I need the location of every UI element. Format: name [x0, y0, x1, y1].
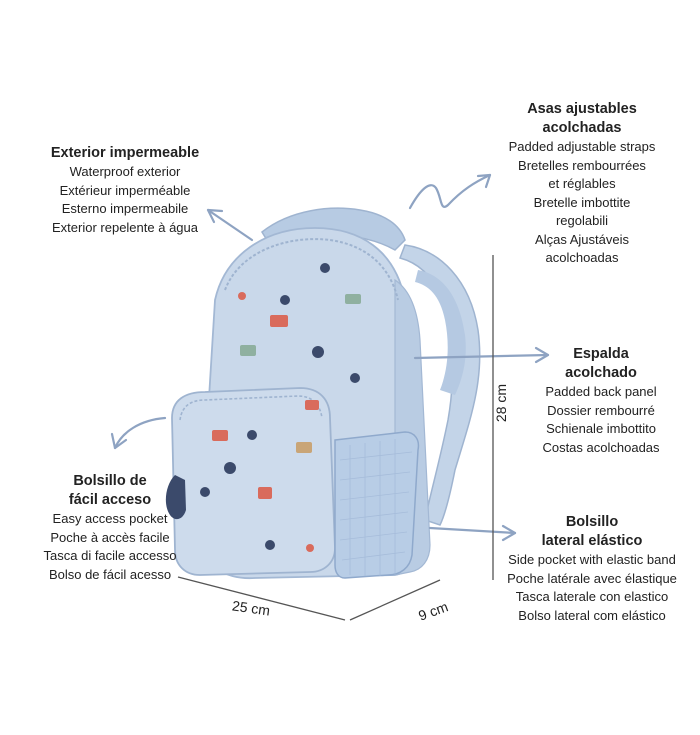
- callout-back: Espalda acolchado Padded back panel Doss…: [516, 345, 686, 457]
- callout-line: et réglables: [548, 176, 616, 191]
- zipper-pull: [165, 475, 186, 520]
- callout-line: Dossier rembourré: [547, 402, 655, 418]
- callout-line: Side pocket with elastic band: [508, 552, 676, 567]
- callout-line: Exterior repelente à água: [52, 219, 198, 235]
- callout-title: Bolsillo de: [73, 473, 147, 489]
- callout-line: Padded back panel: [545, 384, 657, 399]
- callout-exterior: Exterior impermeable Waterproof exterior…: [30, 144, 220, 237]
- callout-side-pocket: Bolsillo lateral elástico Side pocket wi…: [494, 513, 690, 625]
- callout-title: Bolsillo: [565, 514, 619, 530]
- mesh-side-pocket: [334, 431, 420, 579]
- vehicle-print-pattern: [200, 263, 361, 552]
- callout-line: Bretelle imbottite: [533, 194, 631, 210]
- callout-line: Tasca di facile accesso: [43, 548, 177, 563]
- callout-title: acolchado: [565, 365, 637, 381]
- callout-straps: Asas ajustables acolchadas Padded adjust…: [482, 100, 682, 268]
- callout-line: Bolso lateral com elástico: [518, 607, 666, 623]
- callout-line: Bretelles rembourrées: [518, 157, 646, 173]
- callout-title: fácil acceso: [68, 492, 152, 508]
- callout-line: Bolso de fácil acesso: [48, 566, 172, 582]
- callout-line: Padded adjustable straps: [508, 139, 656, 154]
- dimension-lines: [177, 255, 494, 621]
- backpack-straps: [399, 244, 481, 526]
- callout-line: Poche latérale avec élastique: [507, 570, 677, 586]
- callout-line: Costas acolchoadas: [542, 439, 660, 455]
- callout-title: lateral elástico: [541, 533, 643, 549]
- callout-line: Easy access pocket: [52, 511, 168, 526]
- callout-line: Esterno impermeabile: [61, 201, 189, 216]
- callout-line: acolchoadas: [545, 250, 619, 265]
- callout-title: Exterior impermeable: [50, 145, 200, 161]
- callout-line: Schienale imbottito: [546, 421, 656, 436]
- callout-line: Tasca laterale con elastico: [515, 589, 669, 604]
- callout-line: Extérieur imperméable: [59, 182, 191, 198]
- callout-title: Asas ajustables: [527, 101, 637, 117]
- arrow-icon: [110, 173, 550, 542]
- callout-title: Espalda: [573, 346, 629, 362]
- dimension-height: 28 cm: [493, 383, 510, 423]
- callout-line: regolabili: [555, 213, 609, 228]
- callout-line: Waterproof exterior: [69, 164, 181, 179]
- callout-pocket: Bolsillo de fácil acceso Easy access poc…: [20, 472, 200, 584]
- callout-title: acolchadas: [542, 120, 622, 136]
- callout-line: Alças Ajustáveis: [535, 231, 629, 247]
- callout-line: Poche à accès facile: [50, 529, 170, 545]
